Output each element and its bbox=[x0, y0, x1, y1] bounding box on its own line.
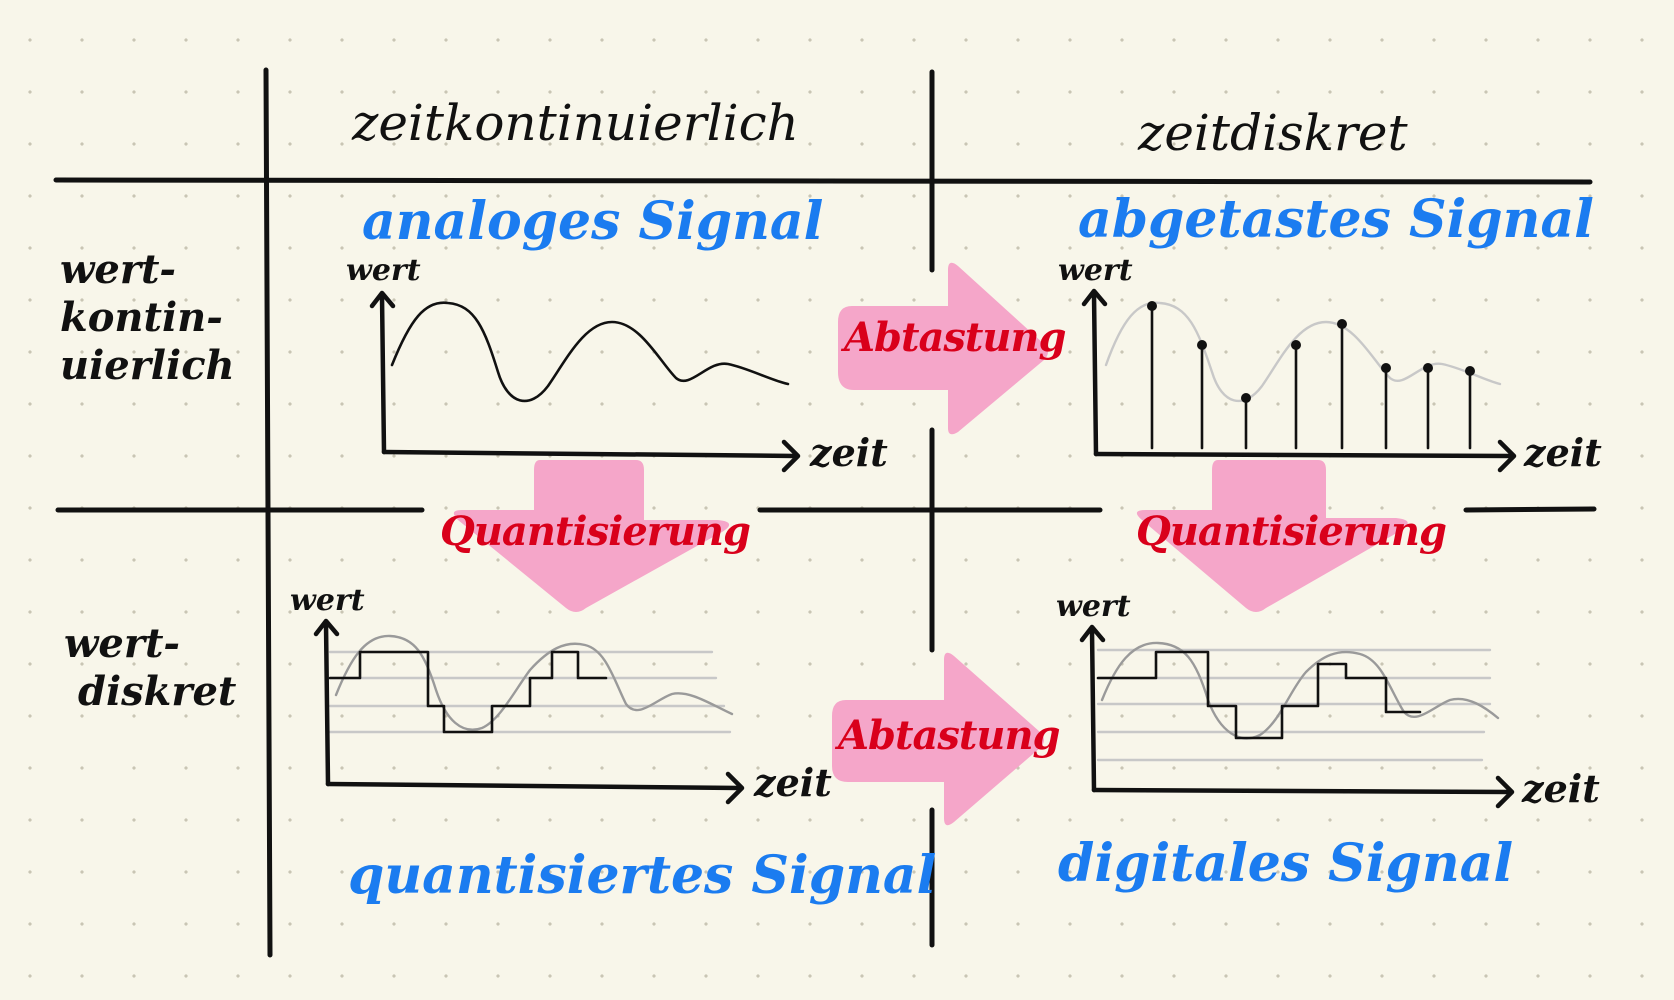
signal-label-quantized: quantisiertes Signal bbox=[348, 845, 937, 906]
value-axis-analog bbox=[369, 290, 396, 455]
axis-label-value-quantized: wert bbox=[290, 583, 365, 618]
axis-label-time-quantized: zeit bbox=[754, 760, 832, 805]
row-header-value-continuous: wert- kontin- uierlich bbox=[60, 246, 235, 390]
time-axis-digital bbox=[1091, 775, 1515, 809]
plot-quantized bbox=[313, 618, 745, 805]
digital-steps bbox=[1096, 650, 1422, 740]
signal-label-sampled: abgetastes Signal bbox=[1078, 189, 1594, 250]
sample-dot bbox=[1147, 301, 1157, 311]
row-header-line: diskret bbox=[78, 668, 237, 715]
row-header-line: uierlich bbox=[60, 342, 235, 389]
signal-label-digital: digitales Signal bbox=[1058, 833, 1514, 894]
table-grid bbox=[53, 67, 1597, 958]
process-label-sampling-top: Abtastung bbox=[844, 314, 1067, 361]
time-axis-analog bbox=[381, 439, 801, 473]
sample-dot bbox=[1381, 363, 1391, 373]
axis-label-value-digital: wert bbox=[1056, 589, 1131, 624]
sample-stems bbox=[1150, 304, 1472, 450]
value-axis-quantized bbox=[313, 618, 340, 787]
process-label-quantization-left: Quantisierung bbox=[440, 508, 751, 555]
sampled-ghost-curve bbox=[1104, 301, 1502, 403]
sample-dot bbox=[1423, 363, 1433, 373]
process-label-quantization-right: Quantisierung bbox=[1136, 508, 1447, 555]
plot-digital bbox=[1079, 624, 1515, 809]
sampling-arrow-bottom bbox=[832, 652, 1044, 826]
quantized-ghost-curve bbox=[334, 634, 734, 731]
axis-label-value-analog: wert bbox=[346, 253, 421, 288]
time-axis-sampled bbox=[1093, 439, 1517, 473]
quantization-levels-right bbox=[1096, 648, 1492, 762]
sampling-arrow-top bbox=[838, 262, 1048, 435]
axis-label-time-sampled: zeit bbox=[1524, 430, 1602, 475]
analog-curve bbox=[390, 301, 790, 403]
value-axis-sampled bbox=[1081, 288, 1108, 457]
quantization-arrow-left bbox=[453, 460, 730, 612]
grid-horizontal-middle-c bbox=[1463, 506, 1597, 513]
value-axis-digital bbox=[1079, 624, 1106, 793]
sample-dot bbox=[1197, 340, 1207, 350]
row-header-line: kontin- bbox=[60, 294, 223, 341]
process-label-sampling-bottom: Abtastung bbox=[838, 712, 1061, 759]
sample-dot bbox=[1291, 340, 1301, 350]
time-axis-quantized bbox=[325, 771, 745, 805]
digital-ghost-curve bbox=[1100, 641, 1500, 740]
quantization-arrow-right bbox=[1136, 460, 1408, 612]
row-header-line: wert- bbox=[64, 620, 181, 667]
axis-label-value-sampled: wert bbox=[1058, 253, 1133, 288]
sample-dots bbox=[1147, 301, 1475, 403]
axis-label-time-analog: zeit bbox=[810, 430, 888, 475]
sample-dot bbox=[1241, 393, 1251, 403]
sample-dot bbox=[1337, 319, 1347, 329]
column-header-time-discrete: zeitdiskret bbox=[1138, 104, 1408, 162]
plot-analog bbox=[369, 290, 801, 473]
axis-label-time-digital: zeit bbox=[1522, 766, 1600, 811]
quantized-steps bbox=[328, 650, 608, 734]
column-header-time-continuous: zeitkontinuierlich bbox=[352, 94, 799, 152]
grid-horizontal-top bbox=[53, 177, 1593, 185]
block-arrows bbox=[453, 262, 1408, 826]
sample-dot bbox=[1465, 366, 1475, 376]
row-header-line: wert- bbox=[60, 246, 177, 293]
plot-sampled bbox=[1081, 288, 1517, 473]
signal-label-analog: analoges Signal bbox=[362, 191, 824, 252]
row-header-value-discrete: wert- diskret bbox=[64, 620, 236, 716]
